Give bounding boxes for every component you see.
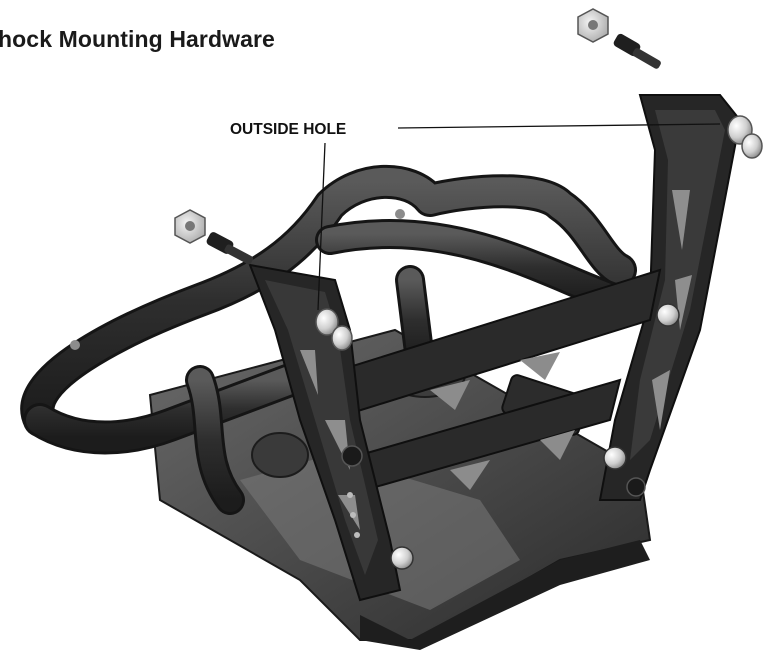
- diagram-title: hock Mounting Hardware: [0, 26, 275, 52]
- lock-nut-icon: [174, 209, 206, 244]
- button-head-screw-icon: [727, 115, 763, 159]
- lock-nut-icon: [577, 8, 609, 43]
- shock-tower-left-icon: [248, 263, 414, 602]
- shock-ball-stud-icon: [206, 232, 254, 265]
- bumper-tube-icon: [20, 164, 637, 515]
- callout-leader-lines: [317, 123, 721, 311]
- shock-tower-right-icon: [598, 94, 742, 501]
- shock-ball-stud-icon: [613, 33, 661, 69]
- tower-cross-brace-icon: [338, 268, 662, 492]
- callout-label-outside-hole: OUTSIDE HOLE: [230, 121, 347, 138]
- button-head-screw-icon: [315, 308, 353, 351]
